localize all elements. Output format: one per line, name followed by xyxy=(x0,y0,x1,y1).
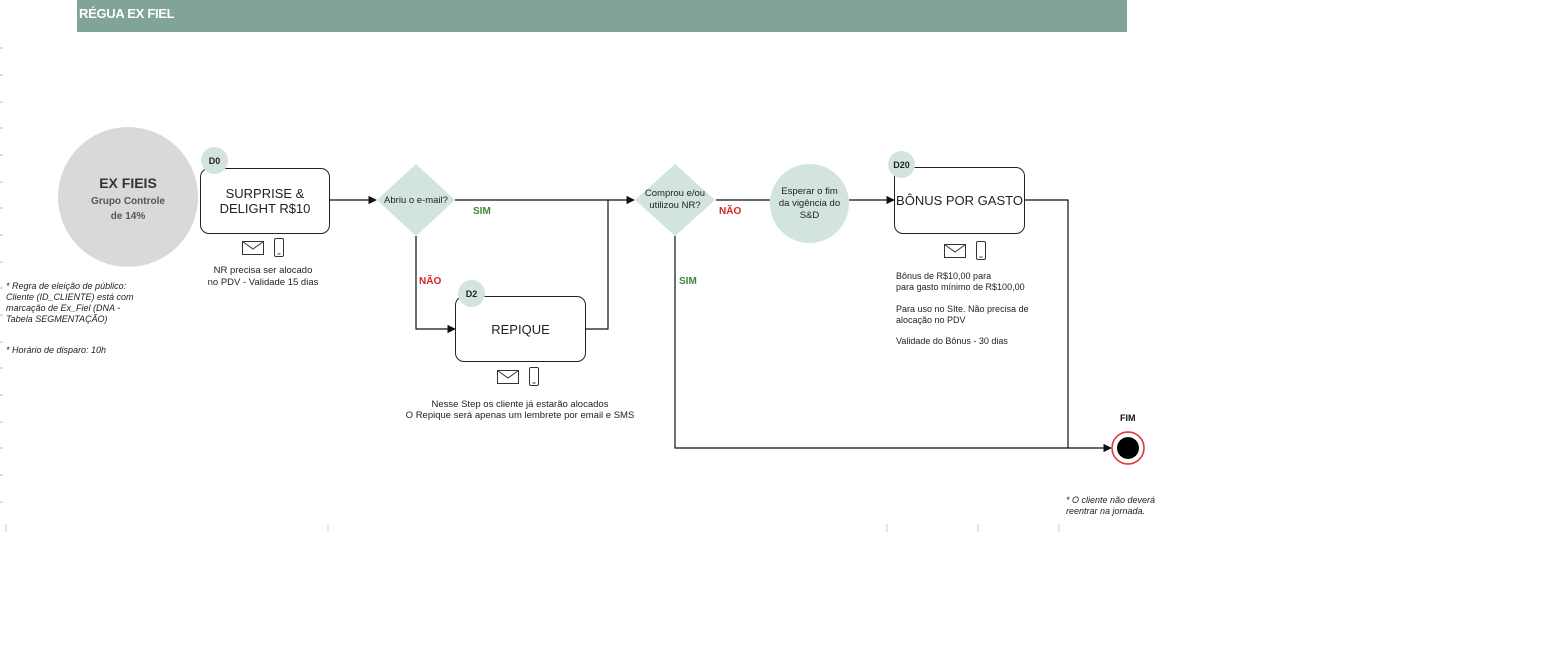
rule-line2: Cliente (ID_CLIENTE) está com xyxy=(6,292,134,302)
page-title: RÉGUA EX FIEL xyxy=(79,6,175,21)
badge-d20: D20 xyxy=(888,151,915,178)
branch-yes-opened: SIM xyxy=(473,206,491,217)
arrow-bought-yes-to-end xyxy=(674,236,1112,453)
decision-bought-line1: Comprou e/ou xyxy=(644,188,706,199)
badge-d0: D0 xyxy=(201,147,228,174)
step-bonus-por-gasto: BÔNUS POR GASTO xyxy=(894,167,1025,234)
reentry-line1: * O cliente não deverá xyxy=(1066,495,1156,505)
note-d20-validity: Validade do Bônus - 30 dias xyxy=(896,336,1008,346)
note-d2: Nesse Step os cliente já estarão alocado… xyxy=(380,399,660,421)
rule-line1: * Regra de eleição de público: xyxy=(6,281,127,291)
header-bar: RÉGUA EX FIEL xyxy=(77,0,1127,32)
branch-no-bought: NÃO xyxy=(719,206,742,217)
channels-d2 xyxy=(497,367,539,386)
end-node-core xyxy=(1117,437,1139,459)
note-d20-line3: Para uso no SIte. Não precisa de xyxy=(896,304,1029,314)
sms-phone-icon xyxy=(529,367,539,386)
start-subtitle: Grupo Controle de 14% xyxy=(58,194,198,224)
line-repique-merge xyxy=(585,200,609,330)
wait-line2: da vigência do xyxy=(778,197,841,209)
left-ruler xyxy=(0,47,3,503)
branch-yes-bought: SIM xyxy=(679,276,697,287)
note-d20-bonus: Bônus de R$10,00 para para gasto mínimo … xyxy=(896,271,1025,293)
badge-d2: D2 xyxy=(458,280,485,307)
channels-d0 xyxy=(242,238,284,257)
decision-bought-nr: Comprou e/ou utilizou NR? xyxy=(636,188,714,212)
decision-bought-line2: utilizou NR? xyxy=(649,200,701,211)
note-no-reentry: * O cliente não deverá reentrar na jorna… xyxy=(1066,495,1155,517)
decision-opened-shape xyxy=(377,164,455,236)
note-d20-line4: alocação no PDV xyxy=(896,315,966,325)
note-d0: NR precisa ser alocado no PDV - Validade… xyxy=(192,265,334,289)
step-repique: REPIQUE xyxy=(455,296,586,362)
note-d20-usage: Para uso no SIte. Não precisa de alocaçã… xyxy=(896,304,1029,326)
branch-no-opened: NÃO xyxy=(419,276,442,287)
channels-d20 xyxy=(944,241,986,260)
email-icon xyxy=(242,240,264,255)
sms-phone-icon xyxy=(274,238,284,257)
step-d0-label-line2: DELIGHT R$10 xyxy=(219,201,311,216)
step-surprise-delight: SURPRISE & DELIGHT R$10 xyxy=(200,168,330,234)
line-d20-down xyxy=(1024,199,1069,448)
rule-line3: marcação de Ex_Fiel (DNA - xyxy=(6,303,121,313)
note-d2-line1: Nesse Step os cliente já estarão alocado… xyxy=(431,399,609,410)
email-icon xyxy=(944,243,966,258)
decision-opened-email: Abriu o e-mail? xyxy=(384,195,448,206)
rule-line4: Tabela SEGMENTAÇÃO) xyxy=(6,314,108,324)
email-icon xyxy=(497,369,519,384)
wait-node: Esperar o fim da vigência do S&D xyxy=(770,164,849,243)
wait-line1: Esperar o fim xyxy=(781,185,838,197)
note-d20-line1: Bônus de R$10,00 para xyxy=(896,271,992,281)
wait-line3: S&D xyxy=(799,209,820,221)
start-subtitle-line2: de 14% xyxy=(110,211,146,222)
arrow-opened-no xyxy=(415,236,456,334)
decision-bought-shape xyxy=(635,164,715,236)
start-title: EX FIEIS xyxy=(99,175,157,191)
end-label: FIM xyxy=(1120,413,1136,423)
note-d0-line2: no PDV - Validade 15 dias xyxy=(207,277,319,288)
note-d0-line1: NR precisa ser alocado xyxy=(213,265,313,276)
note-audience-rule: * Regra de eleição de público: Cliente (… xyxy=(6,281,134,325)
start-subtitle-line1: Grupo Controle xyxy=(91,196,165,207)
note-d20-line2: para gasto mínimo de R$100,00 xyxy=(896,282,1025,292)
sms-phone-icon xyxy=(976,241,986,260)
reentry-line2: reentrar na jornada. xyxy=(1066,506,1146,516)
note-d2-line2: O Repique será apenas um lembrete por em… xyxy=(405,410,635,421)
step-d0-label-line1: SURPRISE & xyxy=(225,186,305,201)
start-population-node: EX FIEIS Grupo Controle de 14% xyxy=(58,127,198,267)
note-send-time: * Horário de disparo: 10h xyxy=(6,345,107,355)
